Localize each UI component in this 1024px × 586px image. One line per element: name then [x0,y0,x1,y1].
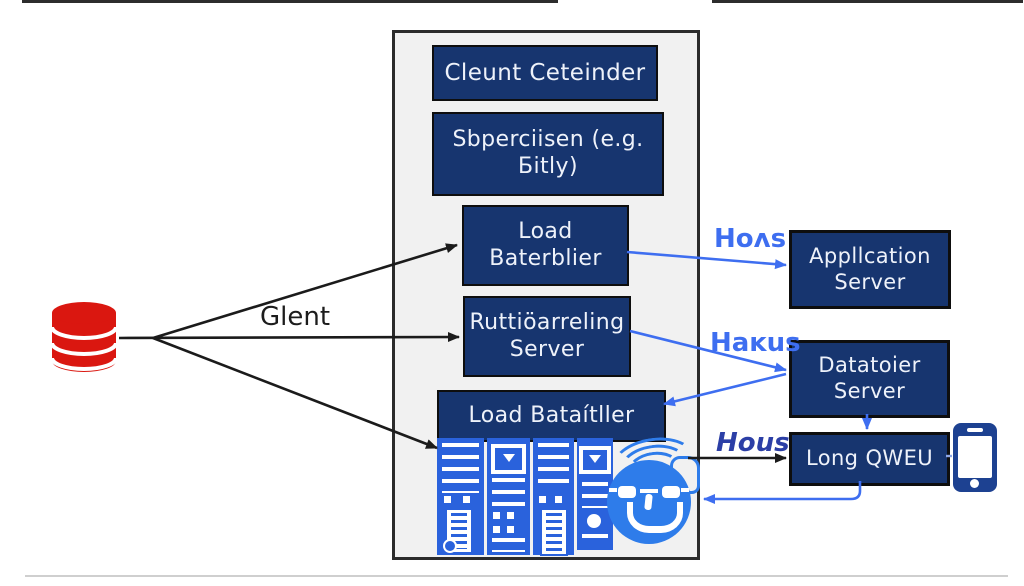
server-rack-icon-3 [533,438,574,556]
rack4-knob [587,514,601,528]
face-sunglasses-left [618,486,636,498]
client-box-label: Cleunt Ceteinder [444,59,646,86]
face-head-circle [607,460,691,544]
rack2-led [507,526,514,533]
rack1-knob [443,539,457,553]
database-body [52,313,116,372]
rate-limiting-label-line1: Ruttiöarreling [469,309,625,335]
rack2-stripes-bottom [492,538,525,552]
rack3-stripes [538,443,569,491]
rack4-stripes [582,482,608,508]
top-border-line-right [712,0,1023,3]
rack1-stripes [442,443,479,493]
face-sunglasses-arm-right [681,488,689,492]
rate-limiting-server-box: Ruttiöarreling Server [463,296,631,377]
application-server-label-line1: Appllcation [809,243,931,268]
database-separator-3 [50,357,118,371]
face-sunglasses-right [662,486,680,498]
rack3-label-text [546,513,562,551]
load-balancer-2-label: Load Bataítller [468,402,635,428]
shortener-service-box: Sbperciisen (e.g. Бitly) [432,112,664,196]
edge-label-middle: Haĸus [710,328,801,358]
smartphone-icon [953,423,997,492]
rack1-led [463,496,470,503]
rack3-label-plate [540,508,568,556]
client-edge-label: Glent [260,302,331,332]
database-top-disk [52,302,116,324]
phone-home-button [970,479,979,488]
rack1-label-text [451,513,467,549]
load-balancer-box-2: Load Bataítller [437,390,666,442]
queue-box: Long QWEU [789,432,950,486]
database-server-label-line1: Datatoier [818,353,921,378]
face-sunglasses-arm-left [609,488,617,492]
user-face-icon [598,432,702,554]
application-server-label-line2: Server [834,269,906,294]
rack2-glyph [503,454,515,462]
rack3-led [539,496,546,503]
rate-limiting-label-line2: Server [509,336,585,362]
client-box: Cleunt Ceteinder [432,45,658,101]
edge-label-bottom: Hous [716,428,790,458]
rack2-led [493,512,500,519]
server-rack-icons [437,438,613,556]
phone-screen [958,436,992,478]
rack4-glyph [589,455,601,463]
phone-speaker-slot [967,428,983,432]
load-balancer-1-label-line1: Load [518,218,573,244]
rack2-screen [491,444,526,474]
load-balancer-1-label-line2: Baterblier [489,245,602,271]
database-separator-2 [50,342,118,356]
rack2-led [507,512,514,519]
application-server-box: Appllcation Server [789,230,951,309]
shortener-service-label-line2: Бitly) [518,154,578,179]
rack3-led [555,496,562,503]
load-balancer-box-1: Load Baterblier [462,205,629,286]
rack2-led [493,526,500,533]
rack1-led [444,496,451,503]
face-sunglasses-bridge [640,489,658,493]
queue-label: Long QWEU [805,446,934,471]
database-cylinder-icon [50,302,118,372]
bottom-border-line [25,575,1008,577]
edge-label-top: Hoʌs [714,224,787,254]
server-rack-icon-2 [487,438,530,555]
database-server-label-line2: Server [833,379,906,403]
rack2-stripes [492,478,525,508]
server-rack-icon-1 [437,438,484,555]
face-smile [627,502,683,533]
database-separator-1 [50,326,118,340]
shortener-service-label-line1: Sbperciisen (e.g. [452,127,644,153]
rack4-screen [579,446,611,474]
top-border-line-left [22,0,558,3]
rack4-stripes-bottom [582,534,608,546]
database-server-box: Datatoier Server [789,340,950,418]
